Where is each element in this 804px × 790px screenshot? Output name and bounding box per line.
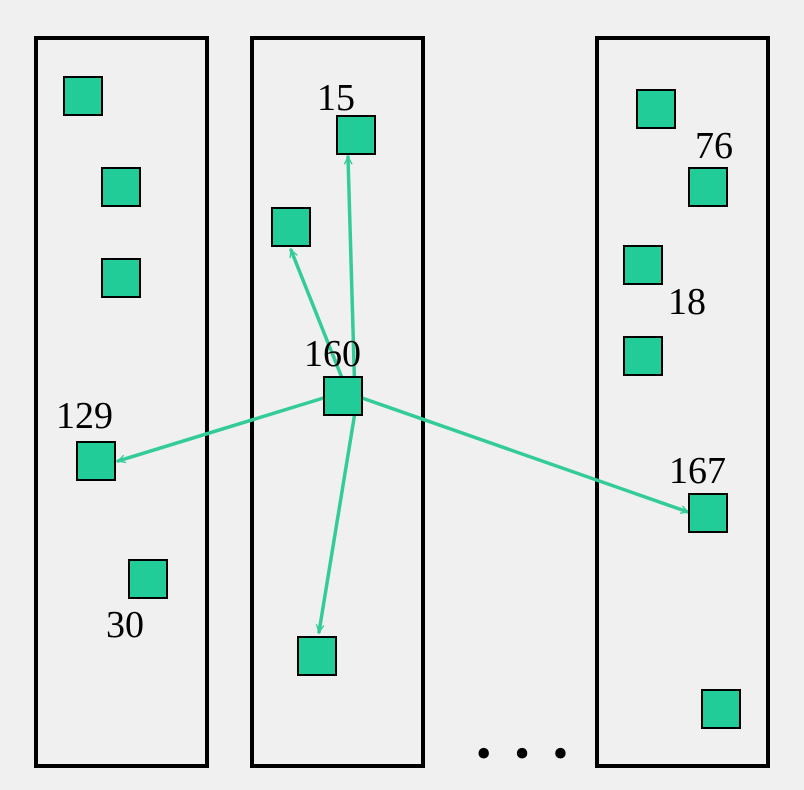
node-15 xyxy=(336,115,376,155)
node-right-4 xyxy=(623,336,663,376)
label-30: 30 xyxy=(106,604,144,646)
ellipsis: • • • xyxy=(476,729,574,778)
arrows xyxy=(116,155,690,634)
node-middle-upper xyxy=(271,207,311,247)
node-76 xyxy=(688,167,728,207)
arrow-to-bottom-node xyxy=(315,398,359,634)
node-167 xyxy=(688,493,728,533)
node-30 xyxy=(128,559,168,599)
node-129 xyxy=(76,441,116,481)
node-right-1 xyxy=(636,89,676,129)
label-129: 129 xyxy=(56,395,113,437)
arrow-to-upper-left-node xyxy=(289,248,352,400)
column-middle xyxy=(250,36,425,768)
column-right xyxy=(595,36,770,768)
node-left-3 xyxy=(101,258,141,298)
arrow-to-129 xyxy=(116,394,332,464)
node-18 xyxy=(623,245,663,285)
label-167: 167 xyxy=(669,450,726,492)
node-160 xyxy=(323,376,363,416)
node-middle-bottom xyxy=(297,636,337,676)
label-18: 18 xyxy=(668,281,706,323)
node-left-2 xyxy=(101,167,141,207)
label-76: 76 xyxy=(695,125,733,167)
node-right-6 xyxy=(701,689,741,729)
node-left-1 xyxy=(63,76,103,116)
label-15: 15 xyxy=(317,77,355,119)
label-160: 160 xyxy=(304,333,361,375)
column-left xyxy=(34,36,209,768)
arrow-to-15 xyxy=(343,155,357,400)
arrow-to-167 xyxy=(360,396,690,514)
